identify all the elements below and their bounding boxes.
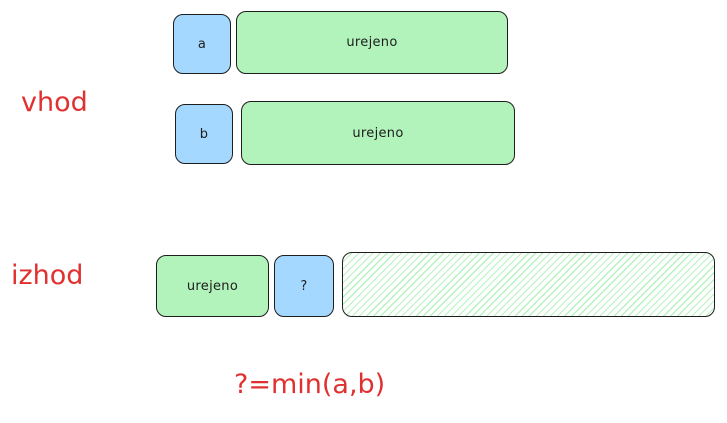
output-unknown-box: ? [274,255,334,317]
input-b-sorted-box: urejeno [241,101,515,165]
input-a-sorted-box: urejeno [236,11,508,74]
input-a-sorted-text: urejeno [346,35,398,50]
input-b-key-text: b [199,126,209,142]
input-a-key-text: a [197,36,207,52]
output-unknown-text: ? [300,278,308,294]
input-b-sorted-text: urejeno [352,125,404,141]
output-sorted-text: urejeno [186,278,239,294]
input-label: vhod [21,87,88,118]
formula-label: ?=min(a,b) [234,369,386,400]
output-label: izhod [11,260,84,291]
output-sorted-box: urejeno [156,255,269,317]
output-remaining-box [342,252,715,317]
input-a-key-box: a [173,14,231,74]
input-b-key-box: b [175,104,233,164]
